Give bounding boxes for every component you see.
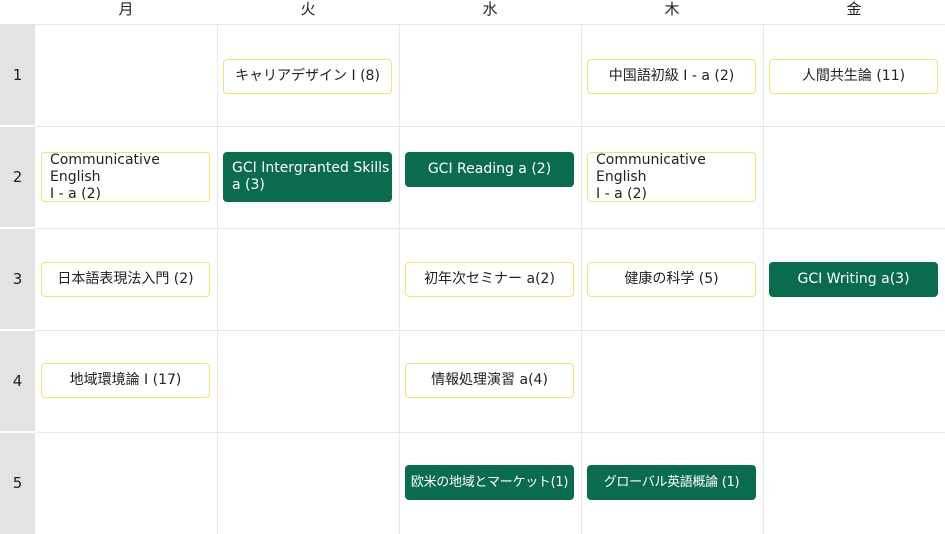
course-label: GCI Reading a (2) xyxy=(427,161,552,177)
course-card[interactable]: 欧米の地域とマーケット(1) xyxy=(405,465,574,500)
course-label: GCI Intergranted Skills a (3) xyxy=(232,160,390,193)
period-column xyxy=(0,24,35,534)
grid-column-line xyxy=(581,24,582,534)
course-card[interactable]: GCI Intergranted Skills a (3) xyxy=(223,152,392,202)
course-card[interactable]: 中国語初級 I - a (2) xyxy=(587,59,756,94)
day-label-mon: 月 xyxy=(118,0,134,18)
course-card[interactable]: Communicative English I - a (2) xyxy=(587,152,756,202)
course-label: 人間共生論 (11) xyxy=(801,68,906,84)
period-divider xyxy=(0,431,35,433)
day-label-wed: 水 xyxy=(482,0,498,18)
day-label-thu: 木 xyxy=(664,0,680,18)
period-label-4: 4 xyxy=(12,372,23,390)
grid-row-line xyxy=(35,126,945,127)
course-label: キャリアデザイン I (8) xyxy=(235,68,380,84)
grid-column-line xyxy=(399,24,400,534)
course-card[interactable]: キャリアデザイン I (8) xyxy=(223,59,392,94)
grid-row-line xyxy=(35,330,945,331)
course-label: Communicative English I - a (2) xyxy=(596,152,706,202)
period-label-5: 5 xyxy=(12,474,23,492)
grid-row-line xyxy=(35,228,945,229)
course-card[interactable]: 健康の科学 (5) xyxy=(587,262,756,297)
period-divider xyxy=(0,125,35,127)
grid-row-line xyxy=(35,432,945,433)
course-label: グローバル英語概論 (1) xyxy=(603,475,740,490)
grid-column-line xyxy=(763,24,764,534)
course-label: 初年次セミナー a(2) xyxy=(424,271,555,287)
course-label: GCI Writing a(3) xyxy=(797,271,910,287)
course-card[interactable]: 人間共生論 (11) xyxy=(769,59,938,94)
period-label-3: 3 xyxy=(12,270,23,288)
grid-column-line xyxy=(217,24,218,534)
course-card[interactable]: GCI Reading a (2) xyxy=(405,152,574,187)
course-card[interactable]: GCI Writing a(3) xyxy=(769,262,938,297)
course-label: 欧米の地域とマーケット(1) xyxy=(410,475,569,490)
course-card[interactable]: Communicative English I - a (2) xyxy=(41,152,210,202)
course-label: 中国語初級 I - a (2) xyxy=(608,68,735,84)
period-divider xyxy=(0,227,35,229)
period-label-1: 1 xyxy=(12,66,23,84)
course-label: 情報処理演習 a(4) xyxy=(431,372,548,388)
day-header-row: 月 火 水 木 金 xyxy=(0,0,945,24)
period-divider xyxy=(0,329,35,331)
grid-top-line xyxy=(35,24,945,25)
course-card[interactable]: 日本語表現法入門 (2) xyxy=(41,262,210,297)
course-card[interactable]: 初年次セミナー a(2) xyxy=(405,262,574,297)
day-label-tue: 火 xyxy=(300,0,316,18)
day-label-fri: 金 xyxy=(846,0,862,18)
course-card[interactable]: グローバル英語概論 (1) xyxy=(587,465,756,500)
course-label: 日本語表現法入門 (2) xyxy=(57,271,194,287)
course-label: 健康の科学 (5) xyxy=(624,271,719,287)
period-label-2: 2 xyxy=(12,168,23,186)
course-label: 地域環境論 I (17) xyxy=(69,372,182,388)
course-card[interactable]: 地域環境論 I (17) xyxy=(41,363,210,398)
course-label: Communicative English I - a (2) xyxy=(50,152,160,202)
course-card[interactable]: 情報処理演習 a(4) xyxy=(405,363,574,398)
